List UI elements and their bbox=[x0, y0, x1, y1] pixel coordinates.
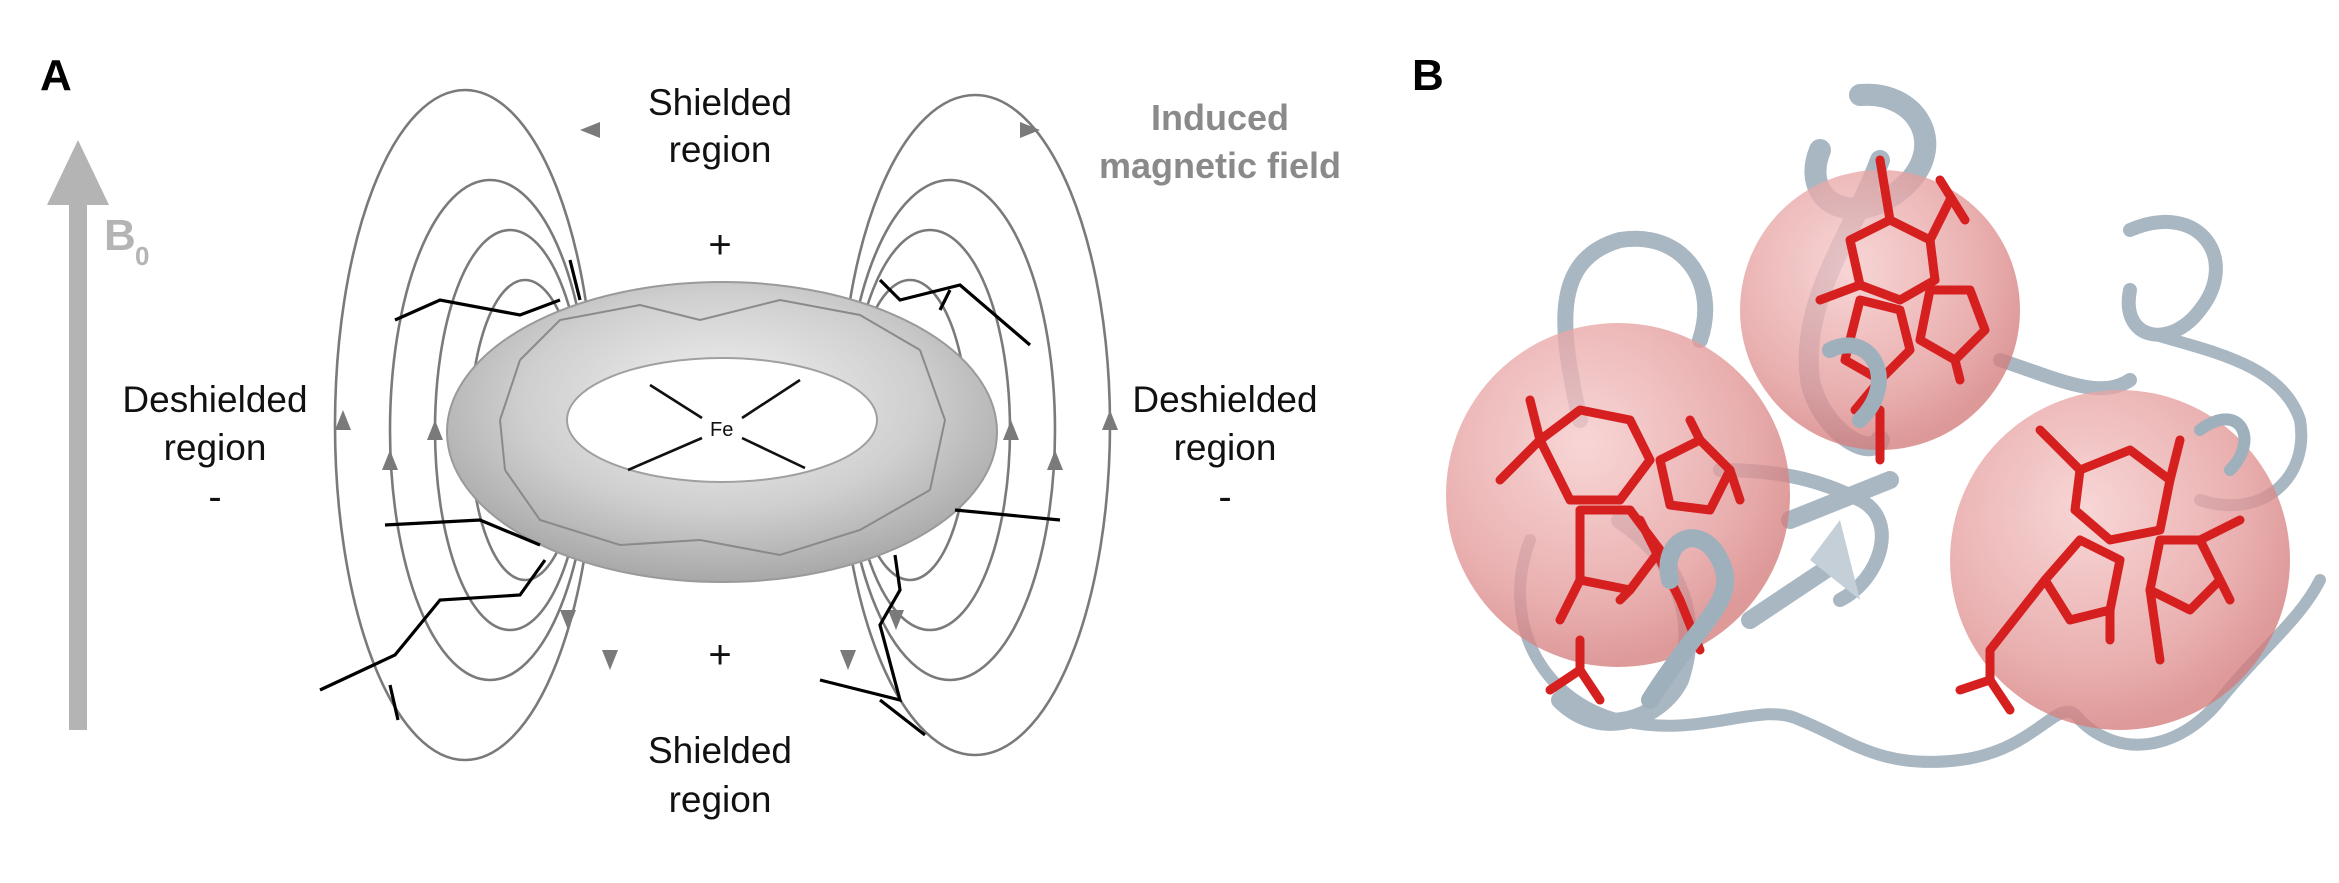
shielded-top-line1: Shielded bbox=[648, 82, 792, 123]
heme-right bbox=[1955, 425, 2245, 715]
shielded-top-line2: region bbox=[669, 129, 772, 170]
b0-label: B bbox=[104, 211, 136, 260]
protein-ribbon-front bbox=[1641, 337, 2251, 709]
panel-label-b: B bbox=[1412, 51, 1444, 100]
deshielded-left-line1: Deshielded bbox=[122, 379, 307, 420]
fe-label: Fe bbox=[710, 419, 733, 441]
heme-left bbox=[1495, 395, 1745, 705]
minus-right: - bbox=[1218, 475, 1231, 519]
substituents bbox=[319, 259, 1061, 737]
induced-field-line2: magnetic field bbox=[1099, 145, 1341, 186]
fe-center bbox=[627, 378, 806, 472]
shielded-bottom-line1: Shielded bbox=[648, 730, 792, 771]
deshielded-right-line2: region bbox=[1174, 427, 1277, 468]
panel-label-a: A bbox=[40, 51, 72, 100]
plus-top: + bbox=[708, 223, 731, 267]
induced-field-line1: Induced bbox=[1151, 97, 1289, 138]
panel-b: B bbox=[1412, 51, 2326, 768]
heme-groups bbox=[1495, 155, 2245, 715]
plus-bottom: + bbox=[708, 633, 731, 677]
heme-sphere-top bbox=[1740, 170, 2020, 450]
panel-a: A B 0 bbox=[40, 51, 1341, 820]
b0-arrow-icon bbox=[47, 140, 109, 730]
deshielded-right-line1: Deshielded bbox=[1132, 379, 1317, 420]
field-arrowheads bbox=[335, 122, 1118, 670]
shielded-bottom-line2: region bbox=[669, 779, 772, 820]
b0-subscript: 0 bbox=[135, 241, 149, 271]
minus-left: - bbox=[208, 475, 221, 519]
porphyrin-torus bbox=[446, 281, 998, 583]
deshielded-left-line2: region bbox=[164, 427, 267, 468]
